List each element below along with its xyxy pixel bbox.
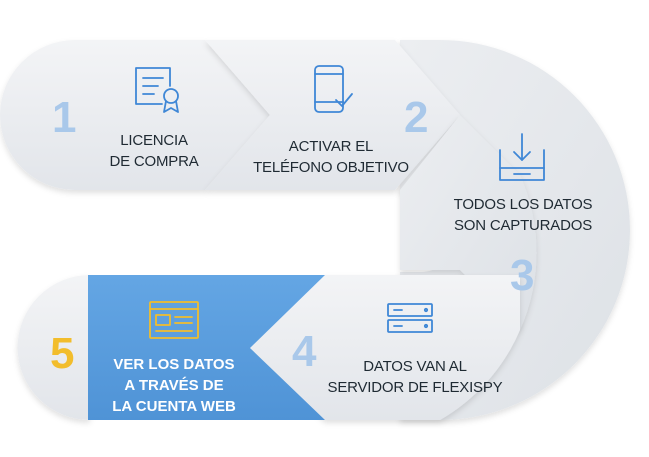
step-1-label-line-1: LICENCIA [120,132,188,149]
step-5-label-line-2: A TRAVÉS DE [124,377,224,394]
step-1-number: 1 [52,93,77,142]
step-1-label-line-2: DE COMPRA [109,153,199,170]
step-5-number: 5 [50,329,75,378]
step-4-number: 4 [292,327,317,376]
step-2-label-line-1: ACTIVAR EL [288,138,374,155]
step-4-panel [250,275,520,420]
step-1-label: LICENCIA DE COMPRA [104,130,204,172]
step-5-label-line-1: VER LOS DATOS [113,356,235,373]
browser-window-icon [149,301,199,339]
step-1-panel [0,40,270,190]
step-2-number: 2 [404,93,429,142]
step-2-label-line-2: TELÉFONO OBJETIVO [253,159,409,176]
smartphone-check-icon [314,65,353,113]
step-5-panel [88,275,325,420]
step-5-cap [17,275,90,420]
step-3-label: TODOS LOS DATOS SON CAPTURADOS [448,194,598,236]
step-4-label-line-2: SERVIDOR DE FLEXISPY [327,379,503,396]
server-icon [387,303,433,333]
step-3-label-line-1: TODOS LOS DATOS [453,196,593,213]
step-5-label: VER LOS DATOS A TRAVÉS DE LA CUENTA WEB [104,354,244,417]
step-3-label-line-2: SON CAPTURADOS [453,217,593,234]
step-4-label-line-1: DATOS VAN AL [363,358,467,375]
step-2-panel [205,40,460,190]
step-2-label: ACTIVAR EL TELÉFONO OBJETIVO [246,136,416,178]
step-5-label-line-3: LA CUENTA WEB [112,398,236,415]
certificate-icon [135,67,179,113]
download-tray-icon [499,133,545,181]
step-3-number: 3 [510,251,535,300]
step-4-label: DATOS VAN AL SERVIDOR DE FLEXISPY [325,356,505,398]
